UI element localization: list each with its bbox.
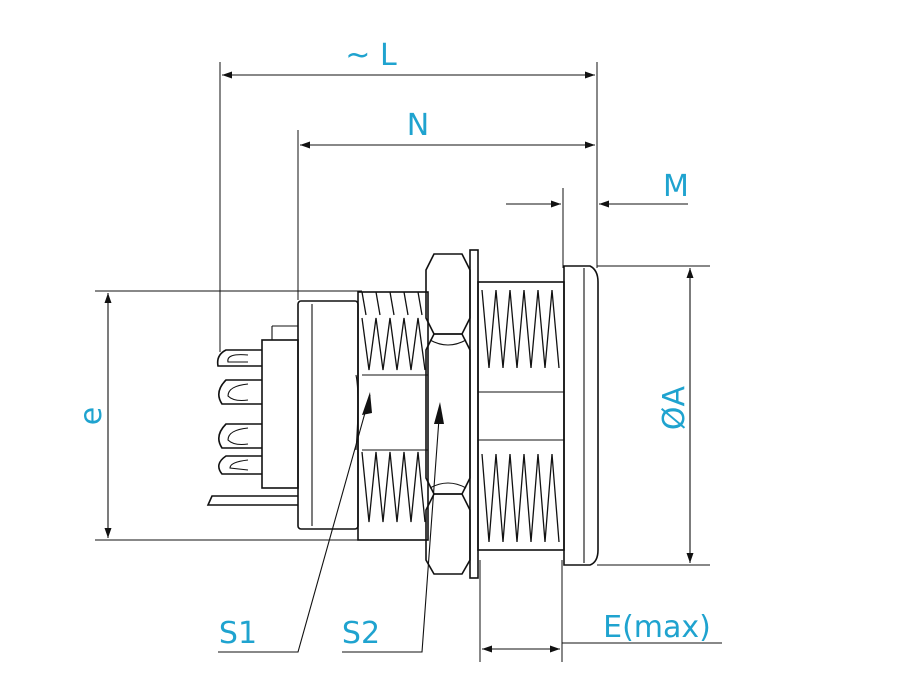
rear-thread-bottom-teeth	[361, 451, 426, 523]
label-e: e	[74, 407, 109, 425]
label-s2: S2	[342, 616, 380, 651]
dimension-n: N	[297, 108, 595, 300]
hex-nut-chamfers	[429, 339, 467, 489]
hex-nut	[425, 253, 471, 575]
leader-s1: S1	[218, 392, 372, 653]
hex-nut-lower	[425, 493, 471, 575]
contact-4	[218, 455, 262, 475]
contact-4-cup	[229, 459, 249, 471]
front-thread-bottom-teeth	[481, 453, 560, 543]
rear-housing-outline	[297, 300, 359, 530]
contact-2-cup	[227, 383, 249, 402]
dimension-l: ~ L	[219, 38, 598, 352]
connector-body	[206, 249, 599, 579]
leader-line-s2	[342, 404, 441, 653]
label-l: ~ L	[345, 38, 397, 73]
solder-contacts	[206, 349, 298, 506]
dimension-a: ØA	[597, 265, 710, 566]
contact-1-cup	[227, 354, 249, 363]
front-flange	[563, 265, 599, 566]
label-m: M	[663, 169, 689, 204]
contact-3-cup	[227, 427, 249, 446]
rear-thread-top-lines	[361, 291, 423, 316]
hex-nut-upper	[425, 253, 471, 335]
contact-2	[218, 379, 262, 405]
threaded-shell-front	[477, 281, 565, 551]
rear-housing	[261, 300, 359, 530]
label-s1: S1	[219, 616, 257, 651]
threaded-shell-rear	[355, 291, 429, 541]
washer-outline	[469, 249, 479, 579]
label-n: N	[407, 108, 429, 143]
dimension-e-max: E(max)	[479, 560, 722, 662]
front-thread-top-teeth	[481, 289, 560, 369]
label-e-max: E(max)	[603, 610, 711, 645]
leader-s2: S2	[342, 402, 444, 653]
dimension-m: M	[506, 169, 689, 268]
front-flange-outline	[563, 265, 599, 566]
leader-arrow-s1	[362, 392, 372, 415]
contact-3	[218, 423, 262, 449]
hex-nut-middle	[425, 333, 471, 495]
contact-5	[206, 495, 298, 506]
pin-carrier	[261, 339, 299, 489]
leader-line-s1	[218, 394, 371, 653]
rear-shell-groove	[355, 374, 359, 451]
rear-thread-top-teeth	[361, 317, 426, 371]
panel-washer	[469, 249, 479, 579]
rear-thread-outline	[357, 291, 429, 541]
contact-1	[216, 349, 262, 367]
dimension-e: e	[74, 290, 362, 541]
label-a: ØA	[657, 385, 692, 430]
leader-arrow-s2	[434, 402, 444, 424]
